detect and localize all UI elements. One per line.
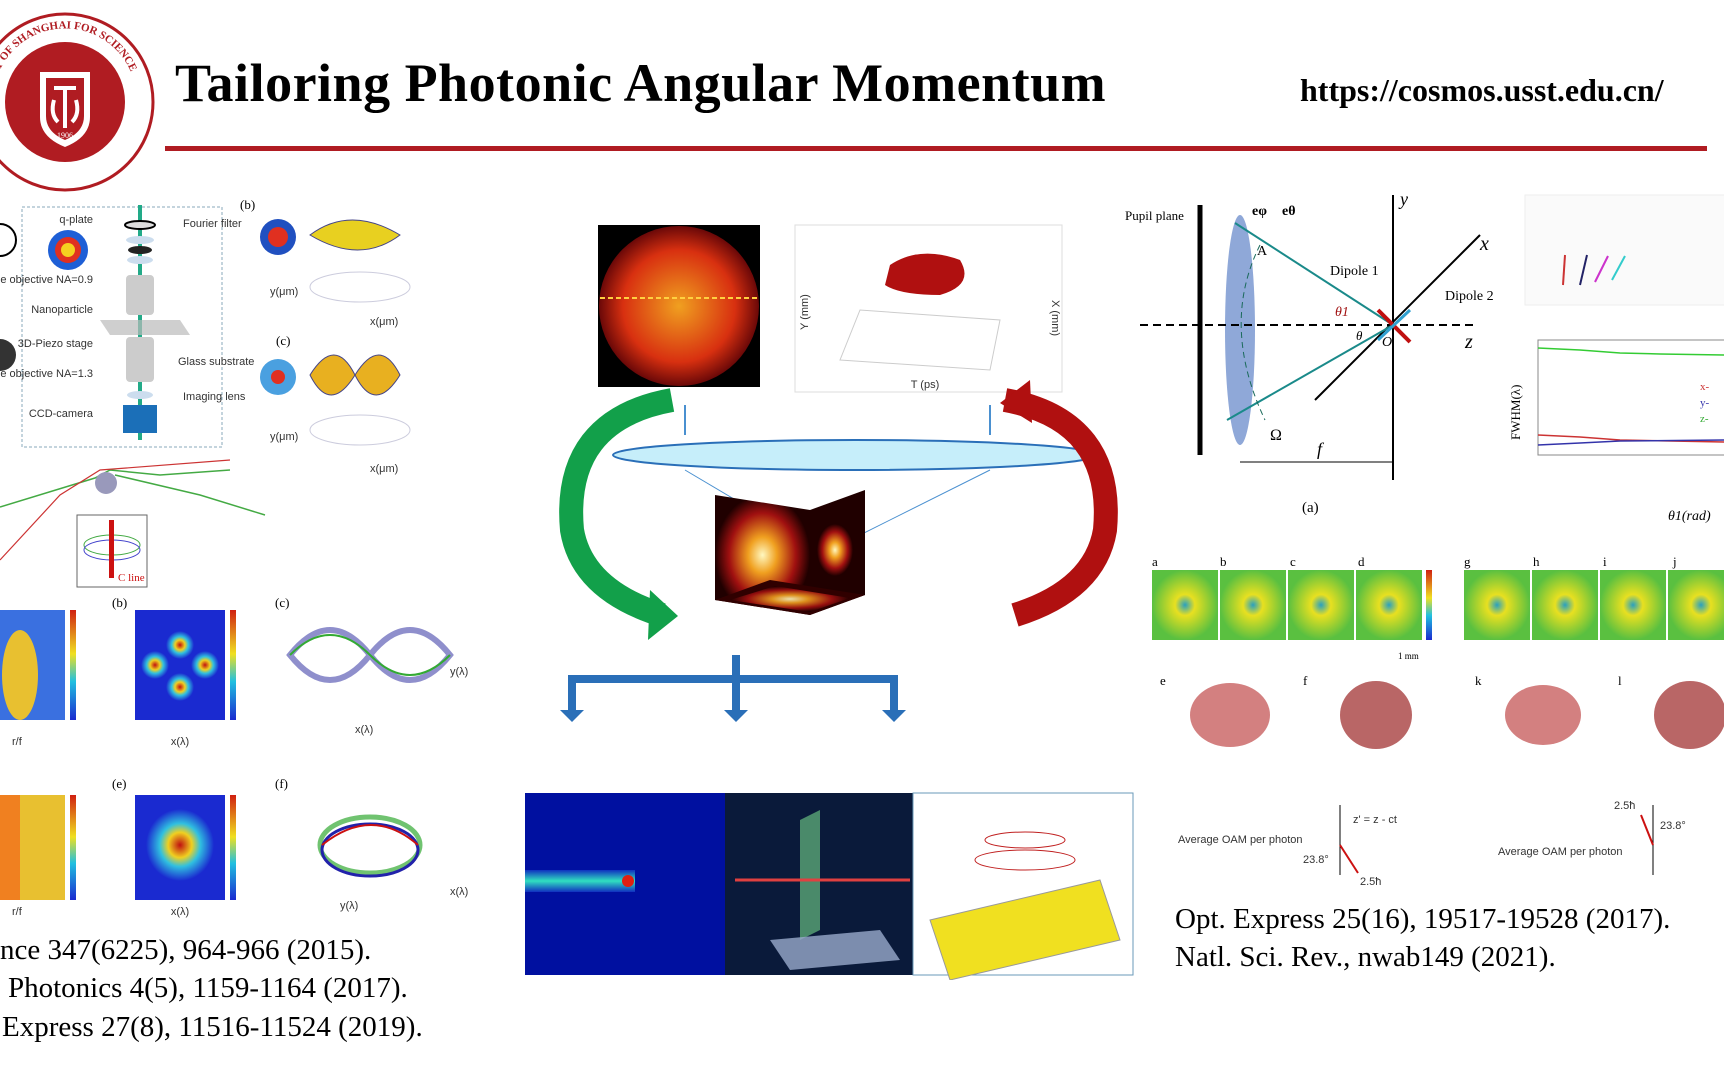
label-nanoparticle: Nanoparticle <box>31 304 93 316</box>
left-setup-figure: q-plate Fourier filter Microscope object… <box>0 197 411 588</box>
panel-h: h <box>1533 555 1540 569</box>
label-omega: Ω <box>1270 427 1282 444</box>
panel-j: j <box>1672 555 1677 569</box>
legend-z: z- <box>1700 413 1709 425</box>
label-axis-y: y <box>1398 190 1408 209</box>
reference-left-3: Express 27(8), 11516-11524 (2019). <box>2 1011 423 1043</box>
label-dipole-1: Dipole 1 <box>1330 264 1379 279</box>
reference-left-2: Photonics 4(5), 1159-1164 (2017). <box>8 972 408 1004</box>
panel-l: l <box>1618 673 1622 688</box>
label-c-line: C line <box>118 572 145 584</box>
label-objective-09: Microscope objective NA=0.9 <box>0 274 93 286</box>
right-dipole-diagram: Pupil plane Dipole 1 Dipole 2 y x z A eφ… <box>1125 190 1724 524</box>
reference-right-2: Natl. Sci. Rev., nwab149 (2021). <box>1175 941 1556 973</box>
panel-i: i <box>1603 555 1607 569</box>
label-point-a: A <box>1257 244 1268 259</box>
plot3d-zlabel: X (mm) <box>1049 300 1061 336</box>
axis-x-um-c: x(μm) <box>370 463 398 475</box>
label-axis-x: x <box>1479 233 1489 255</box>
label-oam-value-1: 2.5ħ <box>1360 876 1381 888</box>
legend-y: y- <box>1700 397 1710 409</box>
left-field-plots: (b) x(λ) r/f (c) x(λ) y(λ) (e) x(λ) r/f … <box>0 595 468 918</box>
panel-d: d <box>1358 555 1365 569</box>
label-oam-value-2: 2.5ħ <box>1614 800 1635 812</box>
panel-label-lower-f: (f) <box>275 776 288 791</box>
label-ccd: CCD-camera <box>29 408 94 420</box>
center-figure: T (ps) Y (mm) X (mm) <box>525 224 1134 980</box>
label-angle-2: 23.8° <box>1660 820 1686 832</box>
panel-a: a <box>1152 555 1158 569</box>
branch-arrows <box>560 655 906 722</box>
panel-label-b: (b) <box>240 197 255 212</box>
green-curved-arrow <box>559 388 675 627</box>
label-piezo: 3D-Piezo stage <box>18 338 93 350</box>
axis-x-lambda-4: x(λ) <box>450 886 468 898</box>
label-glass: Glass substrate <box>178 356 254 368</box>
plot3d-ylabel: Y (mm) <box>799 294 811 330</box>
label-fwhm: FWHM(λ) <box>1508 385 1523 440</box>
label-focal-length: f <box>1317 439 1325 459</box>
label-e-phi: eφ <box>1252 204 1267 219</box>
label-axis-z: z <box>1464 331 1473 353</box>
panel-label-lower-b: (b) <box>112 595 127 610</box>
university-logo: 1906 UNIVERSITY OF SHANGHAI FOR SCIENCE … <box>0 10 155 192</box>
axis-x-lambda-3: x(λ) <box>171 906 189 918</box>
legend-x: x- <box>1700 381 1710 393</box>
label-angle-1: 23.8° <box>1303 854 1329 866</box>
right-oam-panels: a b c d g h i j 1 mm e f k l Average OAM… <box>1152 555 1724 888</box>
label-theta-rad: θ1(rad) <box>1668 509 1711 524</box>
label-z-prime-1: z' = z - ct <box>1353 814 1397 826</box>
axis-r-f-1: r/f <box>12 736 23 748</box>
label-q-plate: q-plate <box>59 214 93 226</box>
label-dipole-2: Dipole 2 <box>1445 289 1494 304</box>
label-theta1: θ1 <box>1335 305 1349 320</box>
label-theta: θ <box>1356 328 1363 343</box>
title-divider <box>165 146 1707 151</box>
panel-f: f <box>1303 673 1308 688</box>
lens-ellipse <box>612 439 1098 471</box>
label-avg-oam-2: Average OAM per photon <box>1498 846 1623 858</box>
label-pupil-plane: Pupil plane <box>1125 208 1184 223</box>
plot3d-xlabel: T (ps) <box>911 379 940 391</box>
axis-x-lambda-1: x(λ) <box>171 736 189 748</box>
axis-y-lambda-1: y(λ) <box>450 666 468 678</box>
label-avg-oam-1: Average OAM per photon <box>1178 834 1303 846</box>
logo-year: 1906 <box>57 131 73 140</box>
page-title: Tailoring Photonic Angular Momentum <box>175 53 1107 113</box>
scale-bar-label: 1 mm <box>1398 651 1419 661</box>
axis-x-lambda-2: x(λ) <box>355 724 373 736</box>
label-fourier-filter: Fourier filter <box>183 218 242 230</box>
axis-x-um-b: x(μm) <box>370 316 398 328</box>
label-e-theta: eθ <box>1282 204 1296 219</box>
panel-g: g <box>1464 555 1471 569</box>
red-curved-arrow <box>1002 388 1118 627</box>
panel-label-lower-c: (c) <box>275 595 289 610</box>
panel-label-lower-e: (e) <box>112 776 126 791</box>
panel-e: e <box>1160 673 1166 688</box>
axis-r-f-2: r/f <box>12 906 23 918</box>
panel-b: b <box>1220 555 1227 569</box>
label-imaging-lens: Imaging lens <box>183 391 246 403</box>
reference-right-1: Opt. Express 25(16), 19517-19528 (2017). <box>1175 903 1671 935</box>
website-link[interactable]: https://cosmos.usst.edu.cn/ <box>1300 72 1664 108</box>
panel-c: c <box>1290 555 1296 569</box>
panel-k: k <box>1475 673 1482 688</box>
reference-left-1: nce 347(6225), 964-966 (2015). <box>0 934 372 966</box>
caption-a: (a) <box>1302 500 1319 516</box>
axis-y-lambda-2: y(λ) <box>340 900 358 912</box>
label-objective-13: Microscope objective NA=1.3 <box>0 368 93 380</box>
label-origin: O <box>1382 335 1392 350</box>
panel-label-c: (c) <box>276 333 290 348</box>
axis-y-um-b: y(μm) <box>270 286 298 298</box>
axis-y-um-c: y(μm) <box>270 431 298 443</box>
